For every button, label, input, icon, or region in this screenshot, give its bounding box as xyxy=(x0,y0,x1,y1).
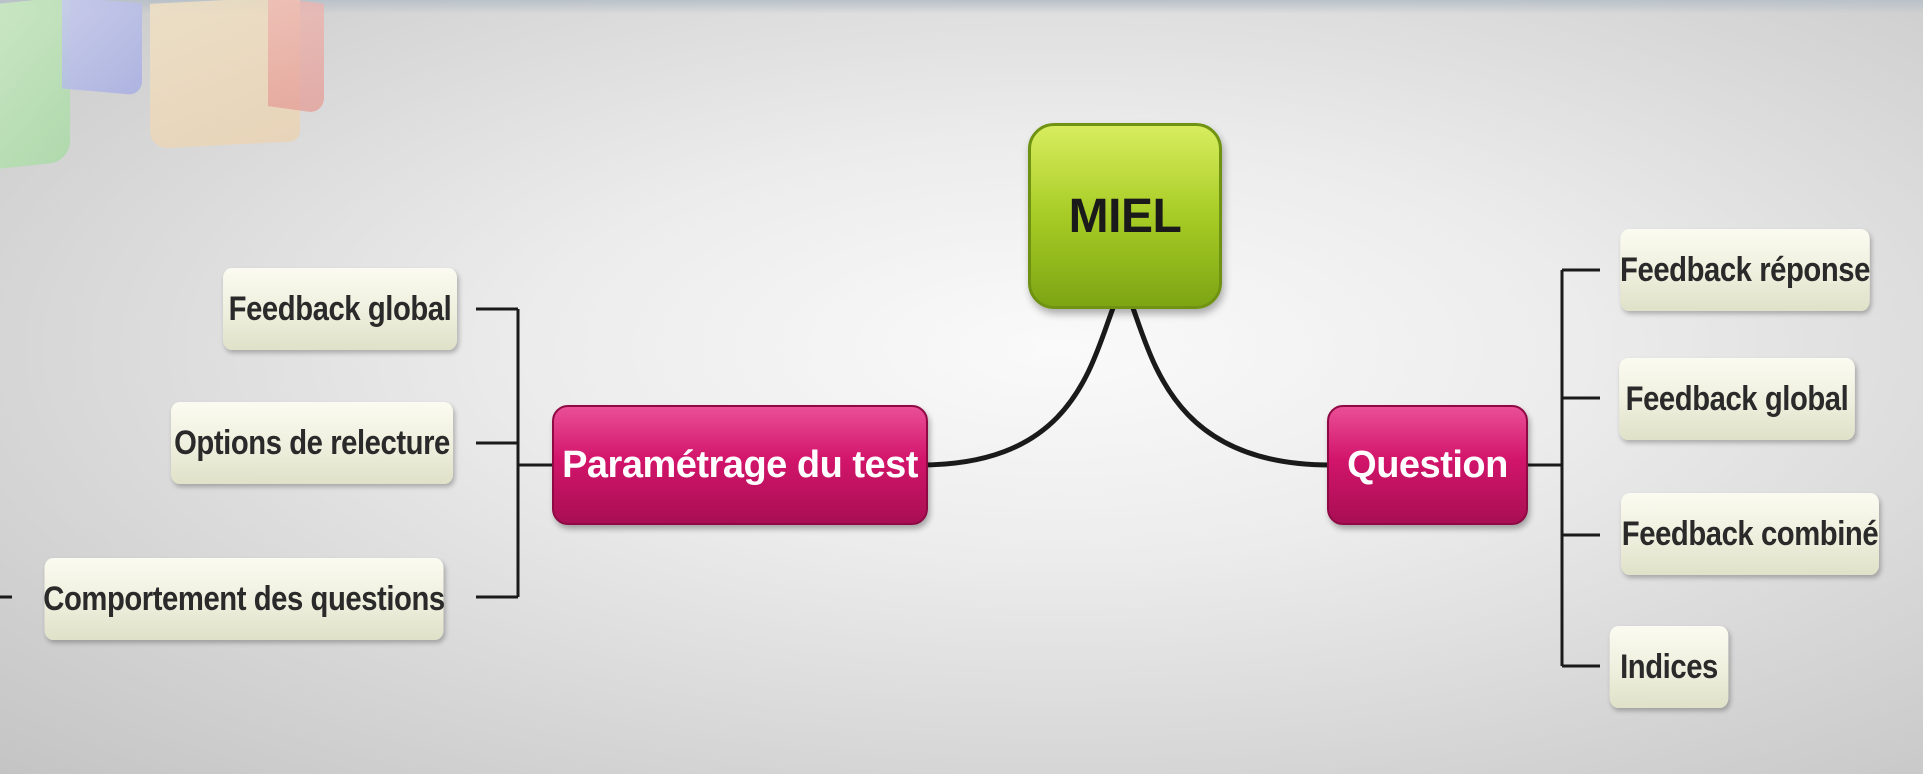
root-to-right-connector xyxy=(1130,307,1331,468)
left-branch-node[interactable]: Paramétrage du test xyxy=(552,405,928,525)
right-leaf-feedback-global[interactable]: Feedback global xyxy=(1619,358,1855,440)
leaf-label: Feedback global xyxy=(228,289,452,328)
root-node-label: MIEL xyxy=(1068,189,1182,243)
left-bracket xyxy=(476,307,554,599)
right-leaf-indices[interactable]: Indices xyxy=(1609,626,1729,708)
leaf-label: Feedback combiné xyxy=(1621,514,1879,553)
leaf-label: Feedback global xyxy=(1625,379,1849,418)
right-leaf-feedback-reponse[interactable]: Feedback réponse xyxy=(1620,229,1870,311)
leaf-label: Indices xyxy=(1620,647,1718,686)
right-branch-label: Question xyxy=(1347,443,1508,486)
right-bracket xyxy=(1528,268,1600,668)
left-leaf-feedback-global[interactable]: Feedback global xyxy=(223,268,457,350)
left-branch-label: Paramétrage du test xyxy=(562,443,918,486)
top-edge-shade xyxy=(0,0,1923,14)
leaf-label: Feedback réponse xyxy=(1620,250,1870,289)
right-leaf-feedback-combine[interactable]: Feedback combiné xyxy=(1621,493,1879,575)
left-leaf-comportement-des-questions[interactable]: Comportement des questions xyxy=(43,558,445,640)
root-to-left-connector xyxy=(919,307,1116,468)
leaf-label: Options de relecture xyxy=(174,423,450,462)
root-node[interactable]: MIEL xyxy=(1028,123,1222,309)
right-branch-node[interactable]: Question xyxy=(1327,405,1528,525)
left-leaf-options-de-relecture[interactable]: Options de relecture xyxy=(170,402,454,484)
leaf-label: Comportement des questions xyxy=(43,579,445,618)
